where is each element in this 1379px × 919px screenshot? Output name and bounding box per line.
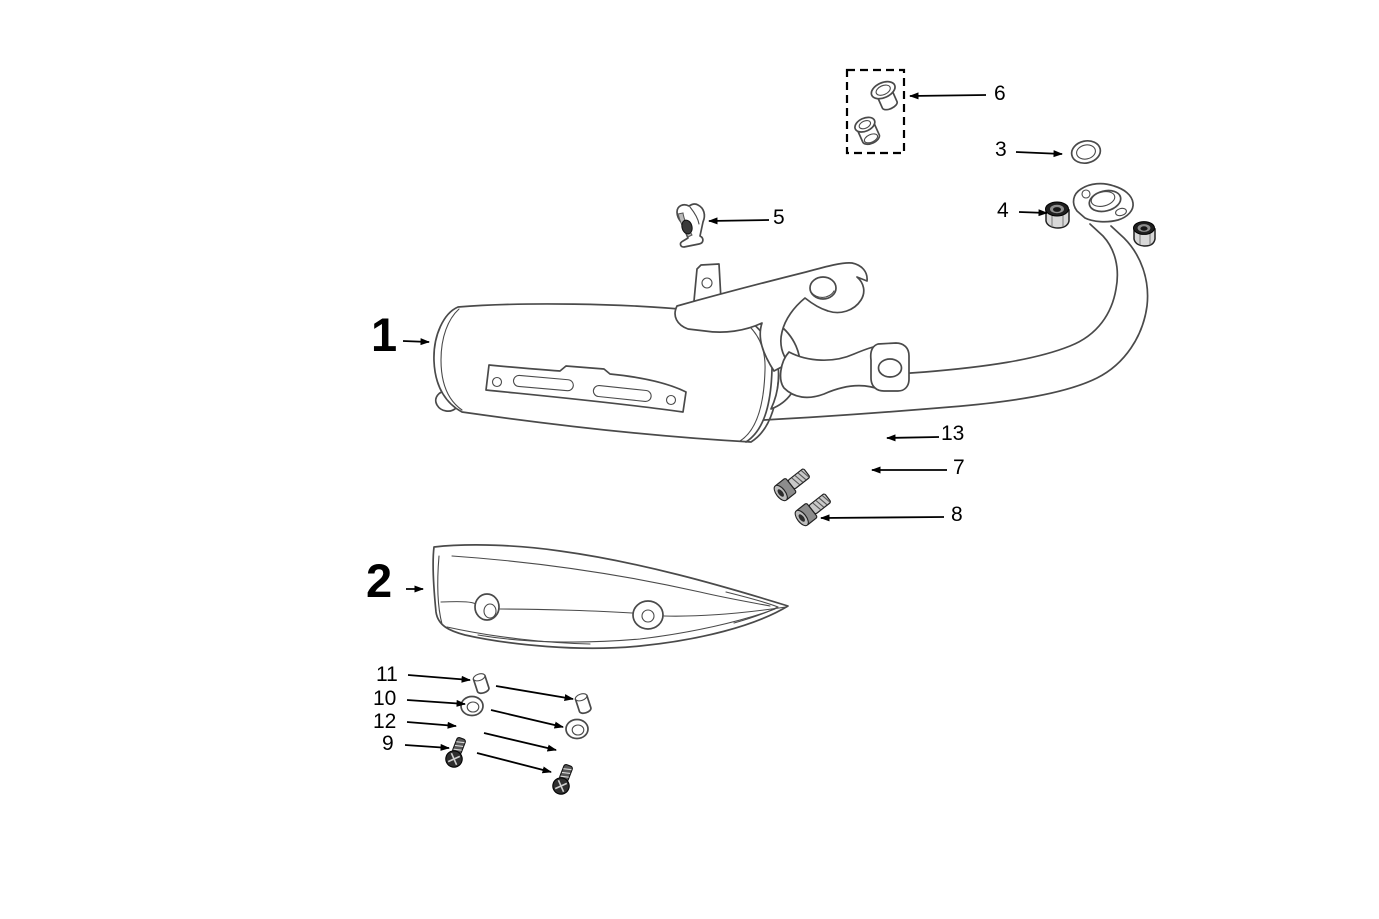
arrow-8 bbox=[820, 514, 945, 522]
arrow-12b bbox=[483, 732, 557, 752]
arrow-13 bbox=[886, 434, 940, 442]
part-label-7[interactable]: 7 bbox=[953, 456, 965, 479]
arrow-3 bbox=[1015, 150, 1063, 158]
arrow-11 bbox=[407, 674, 471, 683]
washer-drawing-b bbox=[565, 718, 589, 740]
spacer-sleeve-drawing-a bbox=[472, 673, 490, 695]
muffler-silencer-drawing bbox=[433, 303, 780, 443]
part-label-2[interactable]: 2 bbox=[366, 554, 393, 607]
part-label-4[interactable]: 4 bbox=[997, 199, 1009, 222]
gasket-ring-drawing bbox=[1070, 139, 1102, 165]
part-label-11[interactable]: 11 bbox=[376, 663, 398, 686]
grommet-drawing-b bbox=[854, 116, 881, 146]
part-label-9[interactable]: 9 bbox=[382, 732, 394, 755]
arrow-9 bbox=[404, 743, 450, 751]
spacer-sleeve-drawing-b bbox=[574, 693, 592, 715]
arrow-6 bbox=[909, 92, 987, 100]
shield-screw-drawing-b bbox=[552, 764, 573, 795]
part-label-10[interactable]: 10 bbox=[373, 687, 397, 710]
arrow-12 bbox=[406, 721, 457, 729]
part-label-5[interactable]: 5 bbox=[773, 206, 785, 229]
callout-arrows bbox=[402, 92, 1063, 774]
flange-nut-drawing bbox=[1045, 201, 1070, 229]
part-label-6[interactable]: 6 bbox=[994, 82, 1006, 105]
part-label-1[interactable]: 1 bbox=[371, 308, 398, 361]
pipe-flange-drawing bbox=[1072, 182, 1134, 223]
part-label-3[interactable]: 3 bbox=[995, 138, 1007, 161]
arrow-10b bbox=[490, 709, 564, 729]
socket-bolt-drawing-a bbox=[773, 468, 810, 502]
arrow-11b bbox=[495, 685, 574, 702]
washer-drawing-a bbox=[460, 695, 484, 717]
arrow-5 bbox=[708, 217, 770, 225]
mounting-bracket-drawing bbox=[674, 262, 910, 399]
heat-shield-drawing bbox=[432, 544, 789, 650]
arrow-9b bbox=[476, 752, 552, 774]
arrow-4 bbox=[1018, 209, 1048, 217]
clamp-bracket-drawing bbox=[676, 203, 706, 248]
part-label-13[interactable]: 13 bbox=[941, 422, 965, 445]
arrow-10 bbox=[406, 699, 466, 707]
flange-nut-2-drawing bbox=[1133, 221, 1156, 247]
part6-group-box bbox=[845, 68, 906, 155]
grommet-drawing-a bbox=[870, 80, 899, 111]
part-label-8[interactable]: 8 bbox=[951, 503, 963, 526]
shield-screw-drawing-a bbox=[445, 737, 466, 768]
arrow-1 bbox=[402, 338, 430, 346]
part-label-12[interactable]: 12 bbox=[373, 710, 397, 733]
socket-bolt-drawing-b bbox=[794, 493, 831, 527]
